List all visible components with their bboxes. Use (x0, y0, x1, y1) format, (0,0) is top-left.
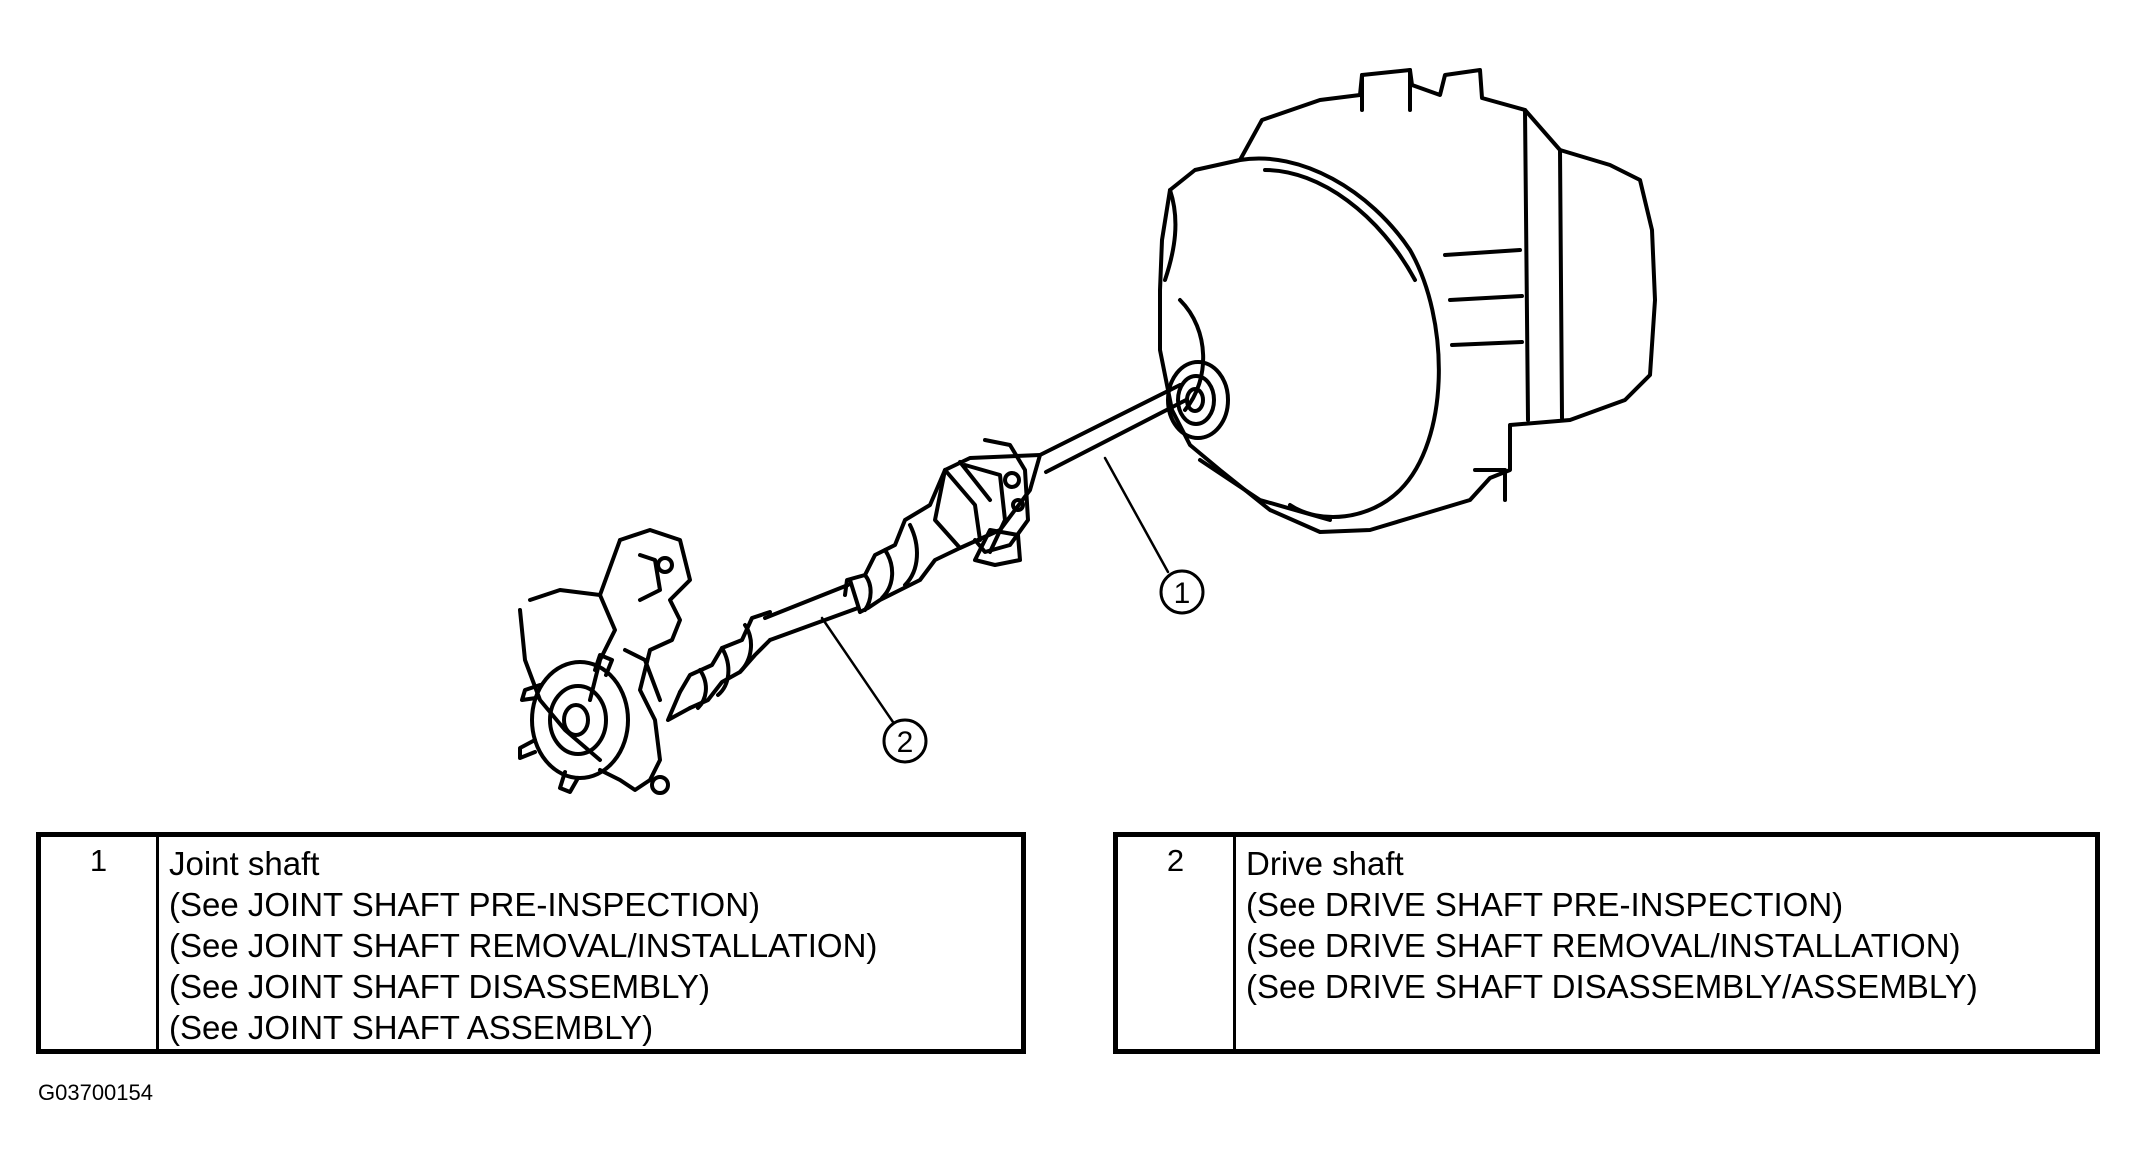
callout-2-label: 2 (897, 726, 914, 759)
drive-shaft-illustration: 1 2 (518, 68, 1657, 795)
inner-cv-boot (843, 468, 962, 614)
legend-ref: (See JOINT SHAFT ASSEMBLY) (169, 1009, 654, 1046)
legend-body: Joint shaft (See JOINT SHAFT PRE-INSPECT… (159, 837, 877, 1049)
legend-number: 1 (41, 837, 159, 1049)
legend-ref: (See JOINT SHAFT REMOVAL/INSTALLATION) (169, 927, 878, 964)
legend-number: 2 (1118, 837, 1236, 1049)
legend-ref: (See DRIVE SHAFT DISASSEMBLY/ASSEMBLY) (1246, 968, 1978, 1005)
legend-ref: (See DRIVE SHAFT PRE-INSPECTION) (1246, 886, 1844, 923)
outer-cv-boot (666, 610, 772, 722)
legend-ref: (See DRIVE SHAFT REMOVAL/INSTALLATION) (1246, 927, 1961, 964)
callout-1: 1 (1159, 569, 1205, 615)
leader-line-2 (820, 616, 897, 727)
callout-2: 2 (882, 718, 928, 764)
legend-body: Drive shaft (See DRIVE SHAFT PRE-INSPECT… (1236, 837, 1978, 1049)
leader-line-1 (1103, 456, 1170, 574)
joint-shaft (933, 383, 1188, 567)
legend-title: Joint shaft (169, 845, 320, 882)
legend-ref: (See JOINT SHAFT PRE-INSPECTION) (169, 886, 761, 923)
callout-1-label: 1 (1174, 577, 1191, 610)
legend-box-drive-shaft: 2 Drive shaft (See DRIVE SHAFT PRE-INSPE… (1113, 832, 2100, 1054)
legend-ref: (See JOINT SHAFT DISASSEMBLY) (169, 968, 710, 1005)
transaxle-housing (1158, 68, 1657, 534)
legend-box-joint-shaft: 1 Joint shaft (See JOINT SHAFT PRE-INSPE… (36, 832, 1026, 1054)
legend-title: Drive shaft (1246, 845, 1404, 882)
output-seal (1166, 360, 1230, 440)
knuckle-and-hub (518, 528, 692, 795)
drive-shaft (763, 583, 860, 642)
figure-id: G03700154 (38, 1080, 153, 1105)
